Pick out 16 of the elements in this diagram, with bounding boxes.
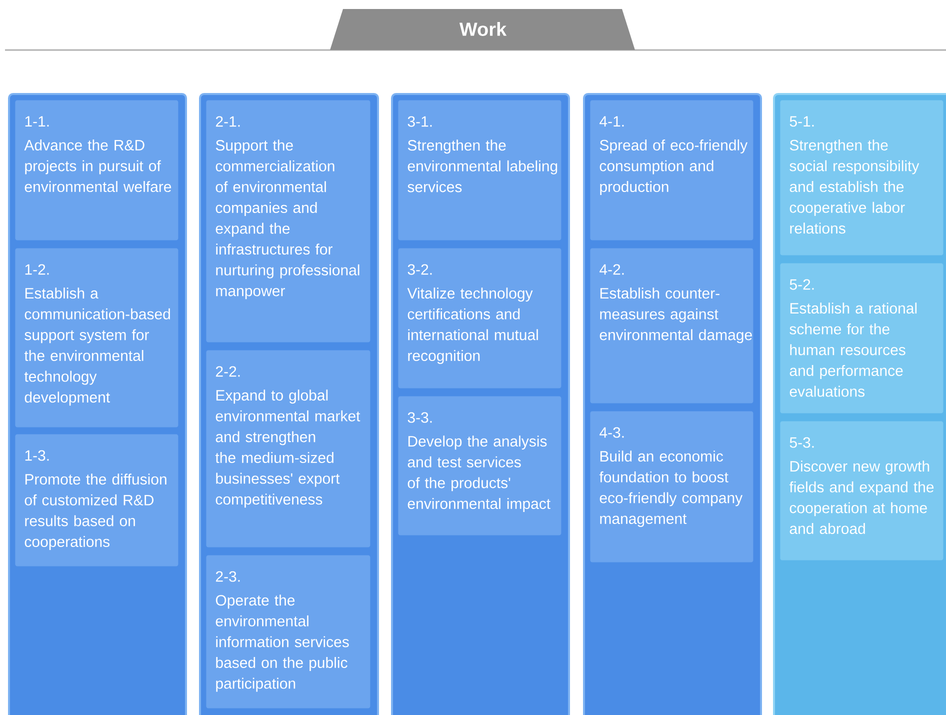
text-card: 4-3. Build an economic foundation to boost eco-friendly company management xyxy=(590,411,754,562)
text-card: 4-2. Establish counter-measures against environmental damage xyxy=(590,248,754,404)
text-card: 5-1. Strengthen the social responsibility and establish the cooperative labor relations xyxy=(780,100,944,256)
text-card: 2-1. Support the commercialization of environmental companies and expand the infrastructures for nurturing professional manpower xyxy=(206,100,370,342)
text-card: 4-1. Spread of eco-friendly consumption and production xyxy=(590,100,754,240)
text-card: 5-3. Discover new growth fields and expand the cooperation at home and abroad xyxy=(780,421,944,560)
text-card: 3-1. Strengthen the environmental labeling services xyxy=(398,100,562,240)
text-card: 3-2. Vitalize technology certifications and international mutual recognition xyxy=(398,248,562,388)
text-card: 3-3. Develop the analysis and test services of the products' environmental impact xyxy=(398,396,562,536)
text-card: 2-3. Operate the environmental information services based on the public participation xyxy=(206,555,370,708)
text-card: 1-1. Advance the R&D projects in pursuit of environmental welfare xyxy=(15,100,178,240)
title-tab: Work xyxy=(330,9,635,50)
text-card: 1-3. Promote the diffusion of customized R&D results based on cooperations xyxy=(15,434,178,566)
text-card: 5-2. Establish a rational scheme for the human resources and performance evaluations xyxy=(780,263,944,414)
text-card: 2-2. Expand to global environmental market and strengthen the medium-sized businesses' export competitiveness xyxy=(206,350,370,548)
text-card: 1-2. Establish a communication-based support system for the environmental technology development xyxy=(15,248,178,428)
